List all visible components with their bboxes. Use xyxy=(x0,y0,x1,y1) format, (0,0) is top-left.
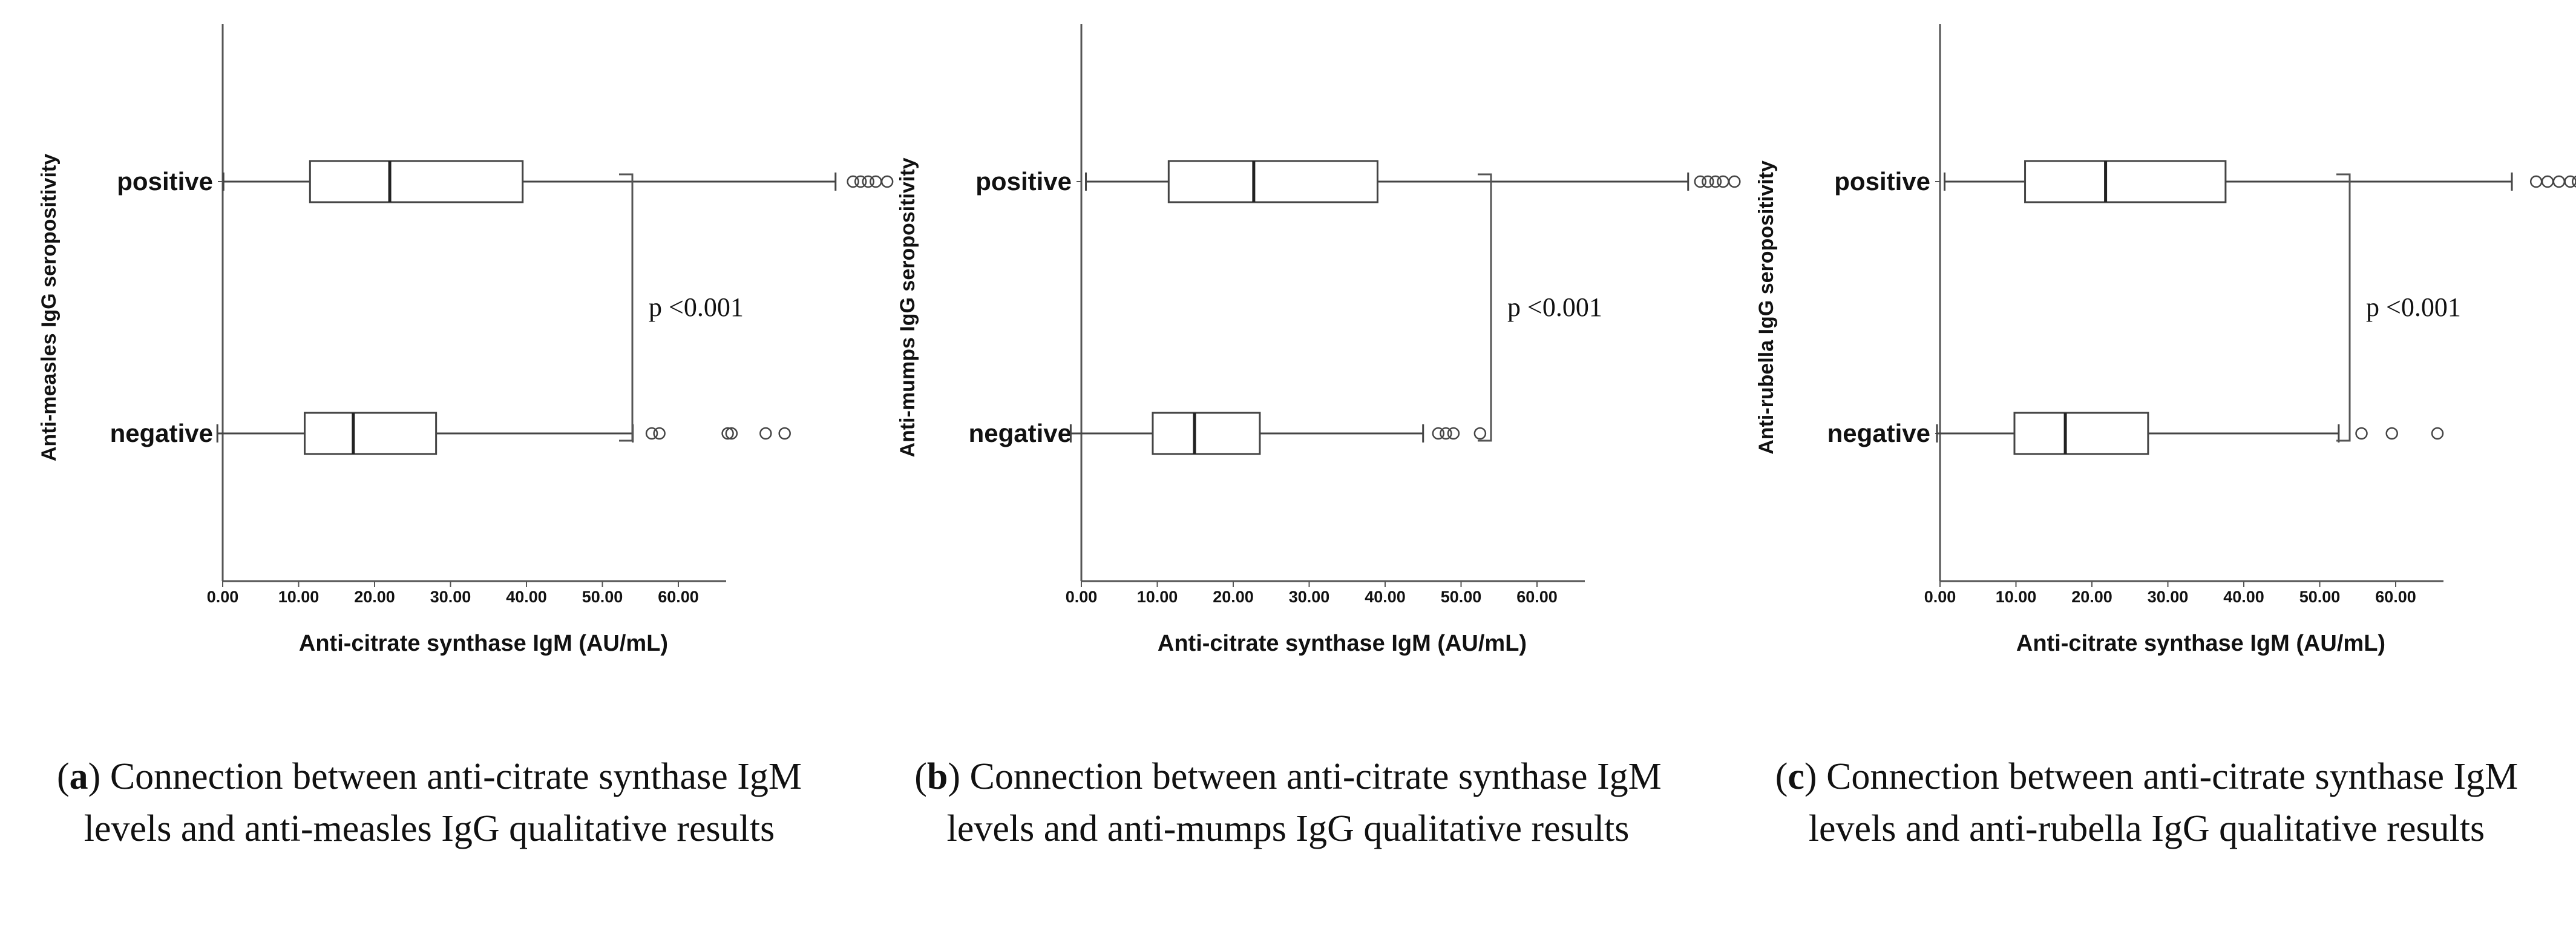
outlier-point xyxy=(1447,427,1460,440)
p-value-annotation: p <0.001 xyxy=(2366,292,2461,322)
y-axis-title: Anti-rubella IgG seropositivity xyxy=(1755,160,1778,455)
outlier-point xyxy=(2541,175,2554,188)
boxplot-chart-b: 0.00 10.00 20.00 30.00 40.00 50.00 60.00Anti-c… xyxy=(896,24,1741,656)
caption-letter-b: b xyxy=(926,756,948,797)
outlier-point xyxy=(847,175,859,188)
outlier-point xyxy=(1728,175,1741,188)
caption-b: (b) Connection between anti-citrate synt… xyxy=(914,756,1662,849)
x-tick-label: 30.00 xyxy=(2148,588,2189,606)
x-tick-label: 30.00 xyxy=(1289,588,1330,606)
boxplot-chart-c: 0.00 10.00 20.00 30.00 40.00 50.00 60.00Anti-c… xyxy=(1755,24,2576,656)
boxplot-positive xyxy=(222,160,894,203)
significance-bracket xyxy=(619,173,634,442)
outlier-point xyxy=(778,427,791,440)
y-axis-title: Anti-measles IgG seropositivity xyxy=(38,154,61,461)
y-axis-title: Anti-mumps IgG seropositivity xyxy=(896,157,919,457)
caption-letter-a: a xyxy=(69,756,88,797)
outlier-point xyxy=(854,175,867,188)
x-tick-label: 0.00 xyxy=(207,588,239,606)
outlier-point xyxy=(2385,427,2398,440)
outlier-point xyxy=(1694,175,1707,188)
outlier-point xyxy=(1473,427,1487,440)
x-tick-label: 20.00 xyxy=(354,588,395,606)
x-tick-label: 40.00 xyxy=(1365,588,1406,606)
x-tick-label: 40.00 xyxy=(506,588,547,606)
x-tick-label: 0.00 xyxy=(1924,588,1956,606)
box-iqr xyxy=(2013,412,2149,455)
x-tick-label: 20.00 xyxy=(1213,588,1254,606)
x-tick-label: 50.00 xyxy=(2299,588,2341,606)
outlier-point xyxy=(2552,175,2566,188)
caption-letter-c: c xyxy=(1788,756,1804,797)
outlier-point xyxy=(862,175,874,188)
outlier-point xyxy=(2431,427,2444,440)
x-tick-label: 60.00 xyxy=(2375,588,2416,606)
p-value-annotation: p <0.001 xyxy=(1507,292,1602,322)
outlier-point xyxy=(1702,175,1714,188)
outlier-point xyxy=(1440,427,1452,440)
caption-text-a: Connection between anti-citrate synthase… xyxy=(84,756,802,849)
box-iqr xyxy=(1152,412,1261,455)
box-iqr xyxy=(304,412,438,455)
category-label-negative: negative xyxy=(110,419,213,447)
x-axis-title: Anti-citrate synthase IgM (AU/mL) xyxy=(2016,631,2385,656)
outlier-point xyxy=(2529,175,2543,188)
category-label-positive: positive xyxy=(117,167,213,196)
boxplot-positive xyxy=(1944,160,2576,203)
x-tick-label: 50.00 xyxy=(1441,588,1482,606)
outlier-point xyxy=(725,427,738,440)
outlier-point xyxy=(2571,176,2576,188)
category-label-positive: positive xyxy=(975,167,1072,196)
x-tick-label: 50.00 xyxy=(582,588,623,606)
x-tick-label: 10.00 xyxy=(278,588,320,606)
x-tick-label: 20.00 xyxy=(2071,588,2112,606)
boxplot-chart-a: 0.00 10.00 20.00 30.00 40.00 50.00 60.00Anti-c… xyxy=(38,24,894,656)
boxplot-negative xyxy=(1936,412,2444,455)
caption-text-c: Connection between anti-citrate synthase… xyxy=(1808,756,2519,849)
x-axis-title: Anti-citrate synthase IgM (AU/mL) xyxy=(1158,631,1527,656)
outlier-point xyxy=(645,427,658,440)
x-tick-label: 10.00 xyxy=(1137,588,1178,606)
caption-c: (c) Connection between anti-citrate synt… xyxy=(1775,756,2519,849)
box-iqr xyxy=(1167,160,1378,203)
p-value-annotation: p <0.001 xyxy=(649,292,744,322)
boxplot-positive xyxy=(1085,160,1741,203)
boxplot-negative xyxy=(216,412,791,455)
caption-text-b: Connection between anti-citrate synthase… xyxy=(946,756,1662,849)
outlier-point xyxy=(880,175,894,188)
x-tick-label: 0.00 xyxy=(1066,588,1098,606)
significance-bracket xyxy=(2336,173,2351,442)
category-label-positive: positive xyxy=(1834,167,1930,196)
x-axis-title: Anti-citrate synthase IgM (AU/mL) xyxy=(299,631,668,656)
outlier-point xyxy=(2355,427,2368,440)
significance-bracket xyxy=(1478,173,1492,442)
outlier-point xyxy=(721,427,734,440)
category-label-negative: negative xyxy=(1827,419,1930,447)
outlier-point xyxy=(1432,427,1445,440)
x-tick-label: 40.00 xyxy=(2223,588,2264,606)
caption-a: (a) Connection between anti-citrate synt… xyxy=(57,756,802,849)
outlier-point xyxy=(759,427,772,440)
category-label-negative: negative xyxy=(969,419,1072,447)
boxplot-negative xyxy=(1069,412,1487,455)
outlier-point xyxy=(1709,175,1722,188)
x-tick-label: 60.00 xyxy=(658,588,699,606)
x-tick-label: 30.00 xyxy=(430,588,471,606)
box-iqr xyxy=(2024,160,2227,203)
outlier-point xyxy=(653,427,666,440)
x-tick-label: 10.00 xyxy=(1996,588,2037,606)
x-tick-label: 60.00 xyxy=(1516,588,1558,606)
box-iqr xyxy=(309,160,524,203)
